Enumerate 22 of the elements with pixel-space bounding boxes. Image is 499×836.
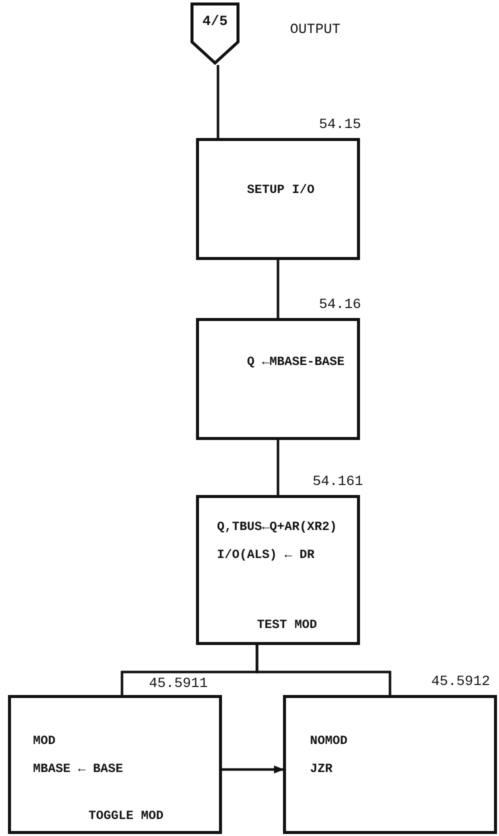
- node-text: MOD: [33, 734, 57, 748]
- connector-line: [216, 65, 220, 138]
- step-number: 45.5911: [149, 676, 208, 692]
- connector-line: [276, 440, 280, 495]
- step-number: 54.161: [312, 474, 363, 490]
- step-number: 54.16: [318, 297, 361, 313]
- node-text: I/O(ALS) ← DR: [217, 548, 316, 562]
- connector-line: [256, 645, 392, 695]
- step-number: 45.5912: [431, 674, 490, 690]
- node-text: SETUP I/O: [247, 183, 316, 197]
- node-text: JZR: [310, 762, 334, 776]
- step-number: 54.15: [318, 117, 361, 133]
- node-text: MBASE ← BASE: [33, 762, 124, 776]
- node-text: TOGGLE MOD: [88, 809, 164, 823]
- node-text: Q,TBUS←Q+AR(XR2): [217, 520, 338, 534]
- node-text: 4/5: [202, 14, 228, 30]
- connector-line: [276, 260, 280, 318]
- arrow: [222, 766, 284, 774]
- step-number: OUTPUT: [290, 22, 340, 38]
- node-text: NOMOD: [310, 734, 349, 748]
- node-text: Q ←MBASE-BASE: [247, 355, 346, 369]
- node-text: TEST MOD: [256, 618, 317, 632]
